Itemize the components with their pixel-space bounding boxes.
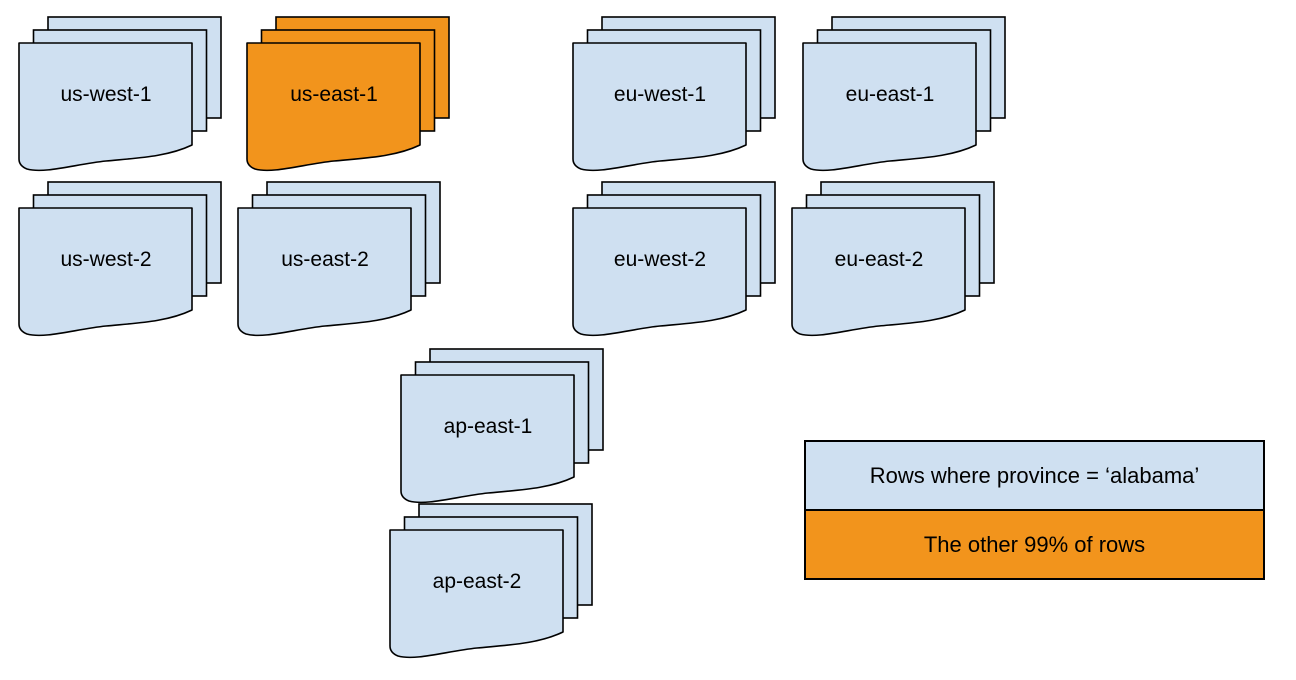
doc-stack-eu-east-2: eu-east-2 <box>791 181 996 338</box>
region-label: eu-west-2 <box>613 248 707 271</box>
doc-stack-eu-west-2: eu-west-2 <box>572 181 777 338</box>
doc-stack-eu-west-1: eu-west-1 <box>572 16 777 173</box>
doc-stack-eu-east-1: eu-east-1 <box>802 16 1007 173</box>
legend-label: The other 99% of rows <box>923 531 1146 557</box>
doc-stack-us-east-2: us-east-2 <box>237 181 442 338</box>
region-label: us-west-2 <box>60 248 152 271</box>
legend: Rows where province = ‘alabama’ The othe… <box>804 440 1265 580</box>
region-label: eu-east-1 <box>845 83 935 106</box>
doc-stack-us-west-1: us-west-1 <box>18 16 223 173</box>
region-label: us-west-1 <box>60 83 152 106</box>
region-label: eu-east-2 <box>834 248 924 271</box>
legend-label: Rows where province = ‘alabama’ <box>869 462 1200 488</box>
region-label: ap-east-1 <box>443 415 533 438</box>
region-label: us-east-1 <box>290 83 378 106</box>
doc-stack-us-east-1: us-east-1 <box>246 16 451 173</box>
region-label: ap-east-2 <box>432 570 522 593</box>
doc-stack-ap-east-1: ap-east-1 <box>400 348 605 505</box>
region-label: us-east-2 <box>281 248 369 271</box>
legend-item-other-rows: The other 99% of rows <box>804 509 1265 580</box>
doc-stack-ap-east-2: ap-east-2 <box>389 503 594 660</box>
doc-stack-us-west-2: us-west-2 <box>18 181 223 338</box>
legend-item-alabama-rows: Rows where province = ‘alabama’ <box>804 440 1265 511</box>
region-label: eu-west-1 <box>613 83 707 106</box>
